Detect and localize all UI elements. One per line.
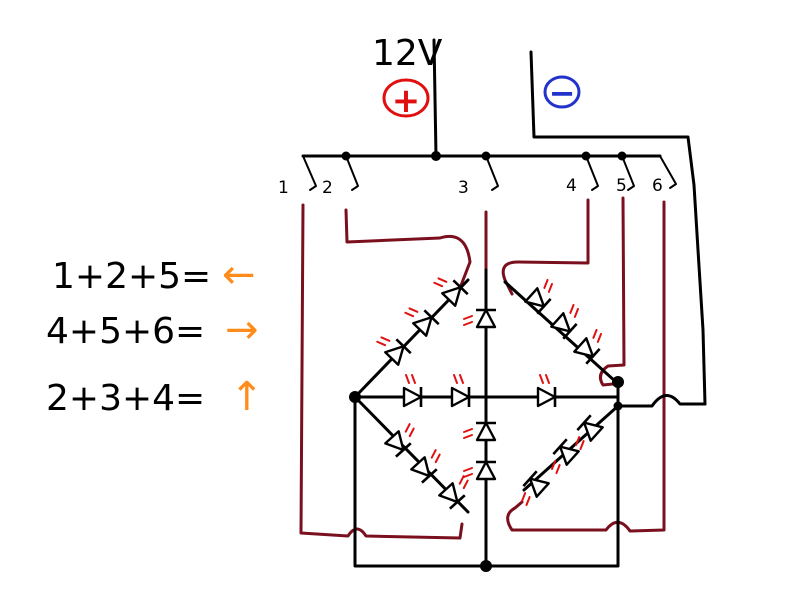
legend-formula-3: 2+3+4= xyxy=(46,378,205,419)
led-3 xyxy=(433,277,469,307)
legend-formula-2: 4+5+6= xyxy=(46,311,205,352)
positive-lead xyxy=(432,38,438,158)
power-supply: 12V + − xyxy=(372,33,707,406)
junction-bottom xyxy=(480,560,492,572)
led-2 xyxy=(404,307,440,337)
negative-return xyxy=(616,394,707,408)
switch-labels: 1 2 3 4 5 6 xyxy=(278,176,663,198)
junction-left xyxy=(349,391,361,403)
right-diamond-upper xyxy=(503,280,618,384)
switch-label-1: 1 xyxy=(278,178,289,198)
led-4 xyxy=(524,278,553,315)
legend-arrow-right: → xyxy=(225,307,259,353)
led-10 xyxy=(402,374,423,408)
switch-6-contact xyxy=(659,155,677,189)
wire-switch-4 xyxy=(501,198,590,296)
led-16 xyxy=(575,414,604,451)
negative-lead xyxy=(529,50,707,406)
circuit-frame xyxy=(349,268,707,572)
negative-terminal-circle xyxy=(543,75,581,109)
led-1 xyxy=(376,336,412,366)
wire-switch-2 xyxy=(344,208,472,290)
right-diamond-lower xyxy=(522,404,620,492)
switch-wires xyxy=(299,196,666,540)
switch-2-contact xyxy=(345,155,359,191)
switch-1-contact xyxy=(302,155,317,191)
led-8 xyxy=(410,449,441,484)
junction-right-bottom xyxy=(613,401,623,411)
switch-label-3: 3 xyxy=(458,178,469,198)
led-18 xyxy=(521,470,550,507)
switch-label-2: 2 xyxy=(322,178,333,198)
switch-label-5: 5 xyxy=(616,176,627,196)
switch-label-6: 6 xyxy=(652,176,663,196)
wire-switch-5 xyxy=(598,196,626,387)
led-6 xyxy=(573,328,602,365)
led-9 xyxy=(438,475,469,510)
switch-label-4: 4 xyxy=(566,176,577,196)
legend-arrow-left: ← xyxy=(222,252,256,298)
switch-4-contact xyxy=(585,155,599,191)
wire-switch-6 xyxy=(506,200,666,533)
junction-right-top xyxy=(612,376,624,388)
switch-5-contact xyxy=(621,155,635,191)
positive-terminal-circle xyxy=(382,78,430,118)
switch-3-contact xyxy=(485,155,499,191)
led-5 xyxy=(550,303,579,340)
led-15 xyxy=(463,460,497,481)
led-array xyxy=(376,277,604,510)
led-7 xyxy=(384,423,415,458)
led-13 xyxy=(463,308,497,329)
switch-bus xyxy=(301,151,677,191)
bus-junction xyxy=(431,151,441,161)
positive-terminal-symbol: + xyxy=(392,81,421,121)
voltage-label: 12V xyxy=(372,33,443,74)
legend-arrow-up: ↑ xyxy=(230,374,264,420)
legend-formula-1: 1+2+5= xyxy=(52,256,211,297)
led-14 xyxy=(463,421,497,442)
led-17 xyxy=(551,438,580,475)
legend: 1+2+5= ← 4+5+6= → 2+3+4= ↑ xyxy=(46,252,264,420)
led-12 xyxy=(536,374,557,408)
negative-terminal-symbol: − xyxy=(549,74,576,112)
wire-switch-1 xyxy=(299,203,464,540)
led-11 xyxy=(450,374,471,408)
